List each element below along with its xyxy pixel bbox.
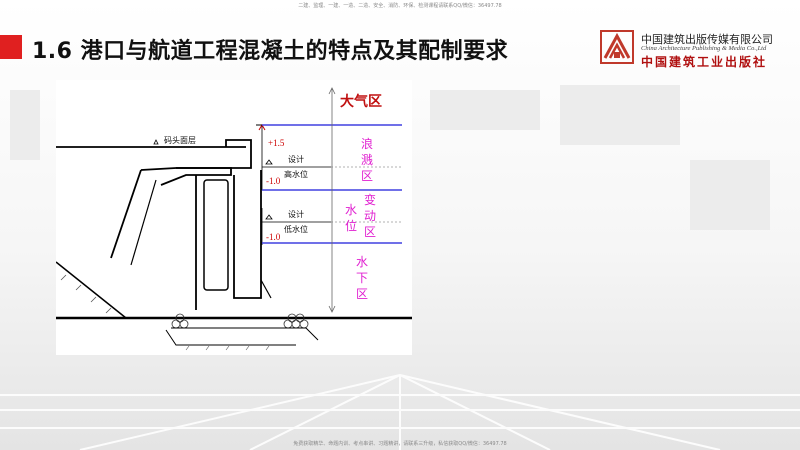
elevation-minus-high: -1.0	[266, 176, 281, 186]
low-water-label-2: 低水位	[284, 224, 308, 234]
zone-splash-char-3: 区	[361, 169, 373, 183]
zone-tidal-char-b1: 变	[364, 192, 376, 207]
publisher-name-en: China Architecture Publishing & Media Co…	[641, 45, 767, 52]
zone-splash-char-1: 浪	[361, 136, 373, 151]
elevation-minus-low: -1.0	[266, 232, 281, 242]
publisher-name-cn: 中国建筑出版传媒有限公司	[641, 33, 773, 46]
high-water-label-2: 高水位	[284, 169, 308, 179]
elevation-plus: +1.5	[268, 138, 285, 148]
zone-under-char-2: 下	[356, 271, 368, 285]
zone-tidal-char-a2: 位	[345, 218, 357, 233]
zone-atmosphere-label: 大气区	[340, 93, 382, 110]
low-water-label-1: 设计	[288, 209, 304, 219]
wharf-exposure-zones-diagram: 码头面层 +1.5 -1.0 设计	[56, 87, 412, 351]
footer-note: 免费获取精华、命题内训、考点串讲、习题精讲，请联系三升级，私信获取QQ/微信：3…	[293, 441, 507, 447]
zone-splash-char-2: 溅	[361, 152, 373, 167]
wharf-surface-label: 码头面层	[164, 135, 196, 145]
slide-title: 1.6 港口与航道工程混凝土的特点及其配制要求	[32, 39, 509, 64]
high-water-label-1: 设计	[288, 154, 304, 164]
publisher-name-calligraphy: 中国建筑工业出版社	[641, 55, 768, 69]
zone-tidal-char-b2: 动	[364, 209, 376, 223]
zone-under-char-1: 水	[356, 255, 368, 269]
zone-tidal-char-a1: 水	[345, 203, 357, 217]
publisher-logo-icon	[600, 30, 634, 64]
diagram-panel: 码头面层 +1.5 -1.0 设计	[56, 80, 412, 355]
zone-under-char-3: 区	[356, 287, 368, 301]
zone-tidal-char-b3: 区	[364, 225, 376, 239]
title-accent-bar	[0, 35, 22, 59]
header-note: 二建、监理、一建、一造、二造、安全、消防、环保、检测课程请联系QQ/微信：364…	[298, 3, 502, 9]
